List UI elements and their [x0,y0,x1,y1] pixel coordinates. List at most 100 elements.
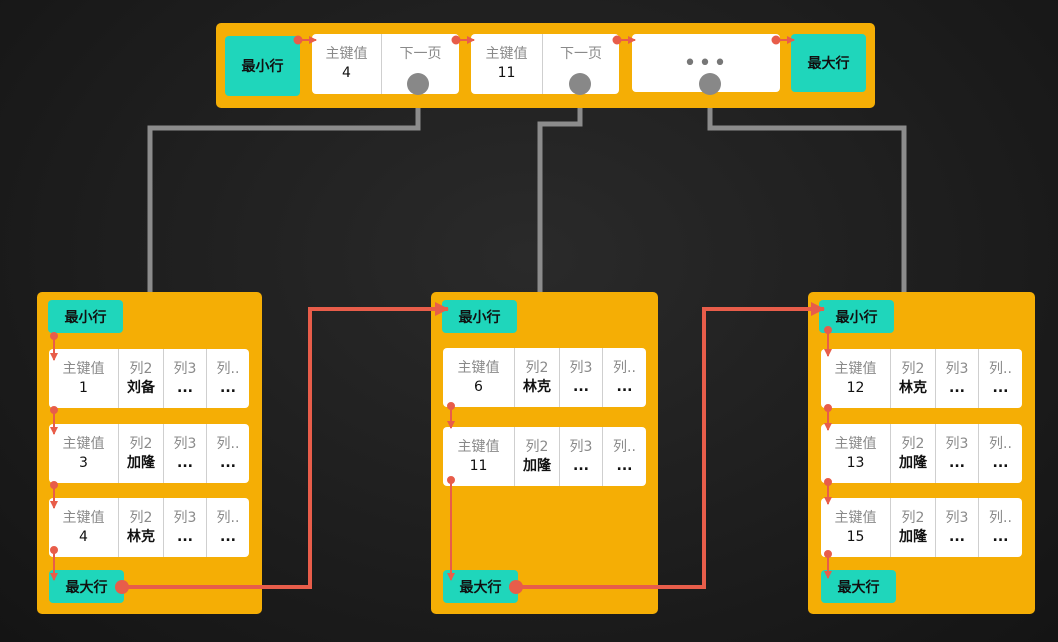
col2-label: 列2 [525,438,549,455]
col4-label: 列.. [989,360,1012,377]
col2-value: 加隆 [523,457,551,474]
max-row: 最大行 [821,570,896,603]
col3-label: 列3 [173,435,197,452]
col3-label: 列3 [173,360,197,377]
col2-label: 列2 [129,360,153,377]
connector-to-page-3 [707,86,907,292]
key-value: 11 [497,65,516,81]
col2-value: 加隆 [127,454,155,471]
col2-label: 列2 [129,509,153,526]
col2-label: 列2 [129,435,153,452]
col3-value: ... [177,454,193,471]
col2-label: 列2 [901,509,925,526]
col2-value: 林克 [523,378,551,395]
record-row: 主键值 15 列2 加隆 列3... 列..... [821,498,1022,557]
next-page-label: 下一页 [560,46,602,62]
col4-value: ... [220,379,236,396]
key-value: 11 [469,457,488,474]
key-label: 主键值 [834,509,877,526]
col3-label: 列3 [945,509,969,526]
col3-value: ... [949,528,965,545]
ellipsis-entry: ••• [632,34,780,92]
key-value: 12 [846,379,865,396]
col2-value: 加隆 [899,454,927,471]
col3-label: 列3 [945,435,969,452]
col4-value: ... [992,379,1009,396]
record-row: 主键值 12 列2 林克 列3... 列..... [821,349,1022,408]
record-row: 主键值 4 列2 林克 列3... 列..... [49,498,249,557]
col4-label: 列.. [216,509,240,526]
key-label: 主键值 [485,46,528,62]
col4-label: 列.. [989,435,1012,452]
col2-value: 加隆 [899,528,927,545]
col3-value: ... [573,378,589,395]
record-row: 主键值 3 列2 加隆 列3... 列..... [49,424,249,483]
max-row: 最大行 [49,570,124,603]
connector-to-page-2 [537,86,583,292]
col4-label: 列.. [216,435,240,452]
col4-label: 列.. [613,359,636,376]
key-label: 主键值 [834,360,877,377]
col4-value: ... [992,528,1009,545]
col4-value: ... [992,454,1009,471]
key-cell: 主键值 4 [312,34,382,94]
directory-page: 最小行 主键值 4 下一页 主键值 11 下一页 ••• 最大行 [216,23,875,108]
key-label: 主键值 [834,435,877,452]
max-row: 最大行 [443,570,518,603]
key-value: 15 [846,528,865,545]
col3-value: ... [573,457,589,474]
record-row: 主键值 6 列2 林克 列3... 列..... [443,348,646,407]
next-page-cell: 下一页 [543,34,619,94]
key-value: 1 [79,379,88,396]
col4-label: 列.. [989,509,1012,526]
key-value: 13 [846,454,865,471]
key-label: 主键值 [62,435,105,452]
col3-label: 列3 [569,359,593,376]
col2-label: 列2 [901,360,925,377]
next-page-label: 下一页 [399,46,442,62]
data-page-2: 最小行 主键值 6 列2 林克 列3... 列..... 主键值 11 列2 加隆 列3… [431,292,658,614]
col4-value: ... [220,454,236,471]
key-label: 主键值 [62,360,105,377]
col4-value: ... [220,528,236,545]
key-label: 主键值 [325,46,368,62]
col2-value: 刘备 [127,379,155,396]
data-page-3: 最小行 主键值 12 列2 林克 列3... 列..... 主键值 13 列2 加隆 列… [808,292,1035,614]
col3-value: ... [177,528,193,545]
min-row: 最小行 [819,300,894,333]
key-value: 6 [474,378,483,395]
col2-label: 列2 [901,435,925,452]
col3-value: ... [177,379,193,396]
key-label: 主键值 [457,438,500,455]
col2-label: 列2 [525,359,549,376]
directory-entry: 主键值 4 下一页 [312,34,459,94]
col3-value: ... [949,379,965,396]
data-page-1: 最小行 主键值 1 列2 刘备 列3... 列..... 主键值 3 列2 加隆 列3.… [37,292,262,614]
key-label: 主键值 [62,509,105,526]
col2-value: 林克 [899,379,927,396]
col2-value: 林克 [127,528,155,545]
key-cell: 主键值 11 [471,34,543,94]
key-value: 4 [342,65,351,81]
col4-label: 列.. [613,438,636,455]
record-row: 主键值 11 列2 加隆 列3... 列..... [443,427,646,486]
next-page-cell: 下一页 [382,34,459,94]
col4-label: 列.. [216,360,240,377]
col3-label: 列3 [569,438,593,455]
col3-label: 列3 [945,360,969,377]
col4-value: ... [616,457,633,474]
directory-entry: 主键值 11 下一页 [471,34,619,94]
col4-value: ... [616,378,633,395]
min-row: 最小行 [48,300,123,333]
key-value: 4 [79,528,88,545]
connector-to-page-1 [147,86,421,292]
key-value: 3 [79,454,88,471]
col3-label: 列3 [173,509,197,526]
record-row: 主键值 13 列2 加隆 列3... 列..... [821,424,1022,483]
min-row: 最小行 [442,300,517,333]
record-row: 主键值 1 列2 刘备 列3... 列..... [49,349,249,408]
col3-value: ... [949,454,965,471]
key-label: 主键值 [457,359,500,376]
directory-min-row: 最小行 [225,36,300,96]
directory-max-row: 最大行 [791,34,866,92]
